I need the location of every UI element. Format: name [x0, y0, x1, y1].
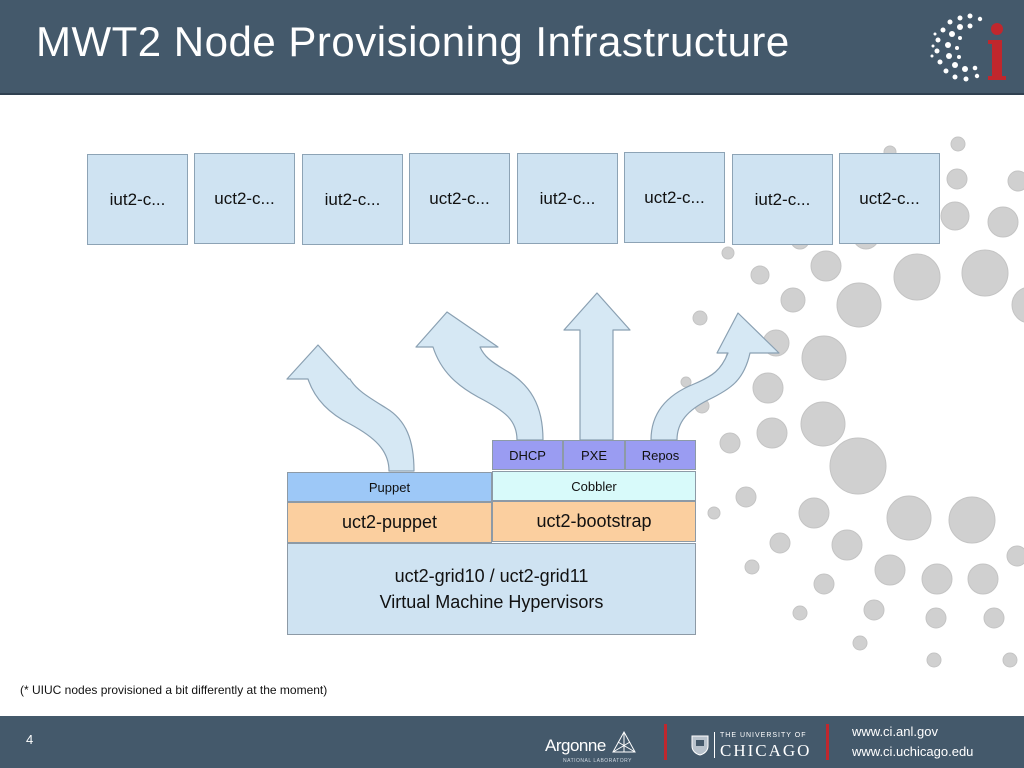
- pxe-service: PXE: [563, 440, 625, 470]
- argonne-wordmark: Argonne: [545, 736, 606, 755]
- argonne-triangle-icon: [612, 730, 636, 753]
- dhcp-service: DHCP: [492, 440, 563, 470]
- node-box: uct2-c...: [409, 153, 510, 244]
- argonne-subtitle: NATIONAL LABORATORY: [563, 758, 632, 764]
- puppet-service: Puppet: [287, 472, 492, 502]
- node-box: uct2-c...: [624, 152, 725, 243]
- puppet-host: uct2-puppet: [287, 502, 492, 543]
- node-box: iut2-c...: [732, 154, 833, 245]
- footer-divider: [664, 724, 667, 760]
- hypervisor-hosts-label: uct2-grid10 / uct2-grid11: [394, 566, 589, 586]
- page-title: MWT2 Node Provisioning Infrastructure: [36, 18, 790, 65]
- uchicago-logo: THE UNIVERSITY OF CHICAGO: [690, 730, 810, 760]
- uchicago-small-text: THE UNIVERSITY OF: [720, 732, 807, 739]
- node-box: uct2-c...: [194, 153, 295, 244]
- node-box: iut2-c...: [302, 154, 403, 245]
- uchicago-shield-icon: [691, 735, 709, 756]
- curved-arrow-mid-left: [415, 311, 544, 441]
- curved-arrow-right: [650, 312, 780, 441]
- footer-divider: [826, 724, 829, 760]
- page-number: 4: [26, 732, 34, 747]
- footer-bar: 4 Argonne NATIONAL LABORATORY THE UNIVER…: [0, 716, 1024, 768]
- title-bar: MWT2 Node Provisioning Infrastructure: [0, 0, 1024, 95]
- bootstrap-host: uct2-bootstrap: [492, 501, 696, 542]
- uchicago-rule: [714, 732, 715, 758]
- hypervisor-description: Virtual Machine Hypervisors: [379, 592, 604, 612]
- repos-service: Repos: [625, 440, 696, 470]
- argonne-logo: Argonne NATIONAL LABORATORY: [545, 730, 645, 764]
- uchicago-wordmark: CHICAGO: [720, 741, 812, 760]
- ci-logo-icon: [930, 13, 1006, 82]
- link-ci-uchicago[interactable]: www.ci.uchicago.edu: [852, 744, 974, 759]
- node-box: uct2-c...: [839, 153, 940, 244]
- cobbler-service: Cobbler: [492, 471, 696, 501]
- footnote: (* UIUC nodes provisioned a bit differen…: [20, 683, 328, 697]
- straight-arrow-up: [563, 292, 631, 441]
- link-ci-anl[interactable]: www.ci.anl.gov: [852, 724, 938, 739]
- footer-links: www.ci.anl.gov www.ci.uchicago.edu: [852, 722, 973, 762]
- hypervisor-layer: uct2-grid10 / uct2-grid11 Virtual Machin…: [287, 543, 696, 635]
- node-box: iut2-c...: [517, 153, 618, 244]
- curved-arrow-left: [286, 344, 415, 472]
- node-box: iut2-c...: [87, 154, 188, 245]
